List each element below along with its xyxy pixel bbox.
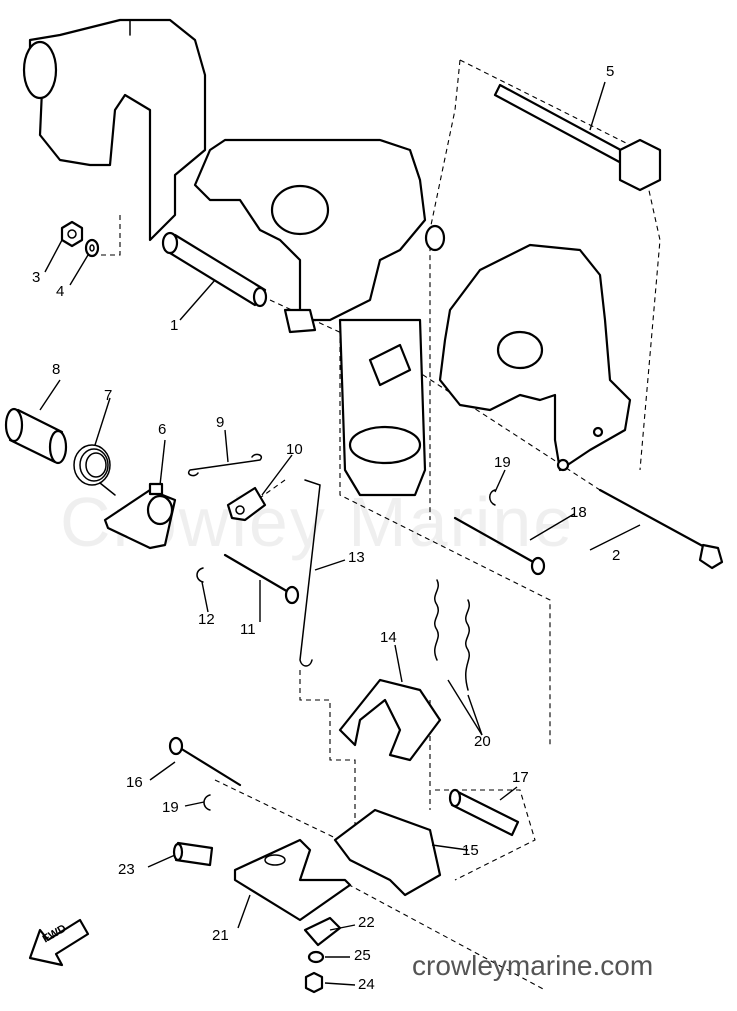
callout-2: 2 xyxy=(612,547,621,564)
part-1-tube xyxy=(161,231,268,308)
callout-1: 1 xyxy=(170,317,179,334)
callout-19-upper: 19 xyxy=(494,454,511,471)
fwd-arrow-icon xyxy=(28,918,90,967)
callout-3: 3 xyxy=(32,269,41,286)
part-25-washer xyxy=(307,950,325,964)
part-22-clip xyxy=(303,916,342,947)
callout-7: 7 xyxy=(104,387,113,404)
part-18-pin xyxy=(453,516,546,576)
callout-24: 24 xyxy=(358,976,375,993)
part-8-collar xyxy=(4,407,68,465)
callout-10: 10 xyxy=(286,441,303,458)
callout-8: 8 xyxy=(52,361,61,378)
callout-23: 23 xyxy=(118,861,135,878)
part-20-springs xyxy=(434,579,470,691)
callout-21: 21 xyxy=(212,927,229,944)
part-17-tube xyxy=(448,788,520,837)
callout-9: 9 xyxy=(216,414,225,431)
callout-11: 11 xyxy=(240,621,256,638)
callout-12: 12 xyxy=(198,611,215,628)
callout-14: 14 xyxy=(380,629,397,646)
part-10-link xyxy=(226,486,267,522)
callout-25: 25 xyxy=(354,947,371,964)
callout-6: 6 xyxy=(158,421,167,438)
part-5-shaft-with-cap xyxy=(493,83,662,192)
part-12-clip xyxy=(196,567,204,583)
callout-13: 13 xyxy=(348,549,365,566)
callout-20: 20 xyxy=(474,733,491,750)
part-6-lever xyxy=(103,482,177,550)
callout-19-lower: 19 xyxy=(162,799,179,816)
part-15-bracket xyxy=(333,808,442,897)
callout-17: 17 xyxy=(512,769,529,786)
part-23-grommet xyxy=(172,841,214,867)
site-label: crowleymarine.com xyxy=(412,950,654,981)
part-19-clip-upper xyxy=(489,489,496,506)
callout-18: 18 xyxy=(570,504,587,521)
part-24-screw xyxy=(304,971,324,994)
part-16-pin xyxy=(168,736,242,787)
part-3-nut xyxy=(60,220,84,248)
callout-16: 16 xyxy=(126,774,143,791)
callout-4: 4 xyxy=(56,283,65,300)
part-21-plate xyxy=(233,838,352,922)
callout-5: 5 xyxy=(606,63,615,80)
part-9-spring-wire xyxy=(187,453,263,477)
part-13-rod xyxy=(299,479,321,667)
callout-15: 15 xyxy=(462,842,479,859)
part-14-frame xyxy=(338,678,442,762)
part-4-washer xyxy=(84,238,100,258)
callout-leaders xyxy=(39,81,641,986)
clamp-bracket-right xyxy=(438,243,632,472)
part-11-pin xyxy=(223,553,300,605)
part-19-clip-lower xyxy=(203,794,211,811)
callout-22: 22 xyxy=(358,914,375,931)
swivel-bracket xyxy=(193,138,446,497)
part-2-bolt xyxy=(598,488,724,570)
part-7-spring xyxy=(73,444,116,496)
clamp-bracket-left xyxy=(22,18,207,242)
